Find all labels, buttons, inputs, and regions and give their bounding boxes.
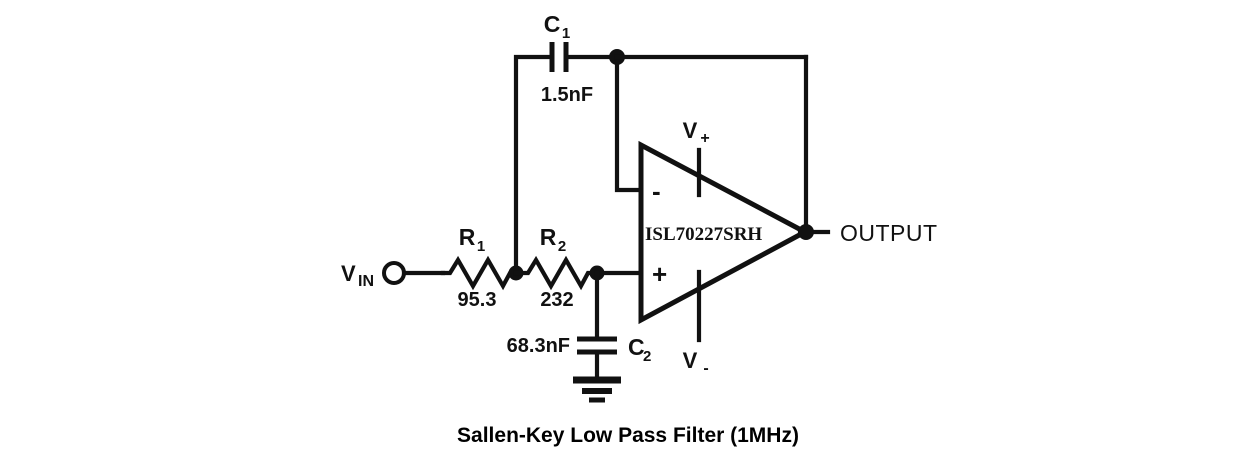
resistor-r1-reference: R bbox=[459, 224, 476, 250]
capacitor-c2-reference-subscript: 2 bbox=[643, 348, 651, 365]
node-feedback-top-group bbox=[609, 49, 809, 235]
supply-negative-label-subscript: - bbox=[703, 360, 708, 377]
vin-label-subscript: IN bbox=[358, 273, 374, 290]
capacitor-c1-reference-subscript: 1 bbox=[562, 25, 570, 42]
vin-terminal-circle bbox=[382, 261, 406, 285]
resistor-r1-group: R 1 95.3 bbox=[440, 224, 519, 311]
output-label: OUTPUT bbox=[840, 220, 938, 246]
wire-feedback-to-inverting-input bbox=[614, 54, 644, 193]
capacitor-c2-value: 68.3nF bbox=[507, 335, 570, 357]
opamp-part-number: ISL70227SRH bbox=[645, 224, 762, 245]
resistor-r2-symbol bbox=[513, 255, 600, 291]
resistor-r2-value: 232 bbox=[540, 289, 573, 311]
resistor-r1-symbol bbox=[440, 255, 519, 291]
supply-positive-label: V bbox=[683, 118, 698, 143]
capacitor-c2-reference: C bbox=[628, 334, 645, 360]
diagram-caption-container: Sallen-Key Low Pass Filter (1MHz) bbox=[0, 424, 1256, 448]
capacitor-c1-group: C 1 1.5nF bbox=[541, 11, 620, 106]
input-terminal-group: V IN bbox=[341, 261, 446, 290]
diagram-caption: Sallen-Key Low Pass Filter (1MHz) bbox=[457, 424, 799, 447]
resistor-r2-group: R 2 232 bbox=[513, 224, 600, 311]
opamp-group: V + V - - + ISL70227SRH bbox=[638, 118, 811, 377]
opamp-triangle-body bbox=[638, 140, 811, 325]
resistor-r1-reference-subscript: 1 bbox=[477, 238, 485, 255]
capacitor-c1-reference: C bbox=[544, 11, 561, 37]
resistor-r2-reference: R bbox=[540, 224, 557, 250]
resistor-r2-reference-subscript: 2 bbox=[558, 238, 566, 255]
capacitor-c1-value: 1.5nF bbox=[541, 84, 593, 106]
supply-positive-label-subscript: + bbox=[700, 130, 709, 147]
vin-label: V bbox=[341, 261, 356, 286]
ground-symbol bbox=[573, 376, 621, 403]
opamp-inverting-pin-label: - bbox=[652, 176, 661, 206]
node-noninverting-junction-group bbox=[589, 265, 644, 339]
capacitor-c2-group: 68.3nF C 2 bbox=[507, 334, 651, 403]
supply-negative-label: V bbox=[683, 348, 698, 373]
resistor-r1-value: 95.3 bbox=[458, 289, 497, 311]
wire-node-a-to-c1 bbox=[513, 54, 555, 276]
opamp-noninverting-pin-label: + bbox=[652, 259, 667, 289]
output-terminal-group: OUTPUT bbox=[797, 220, 938, 246]
junction-dot-output bbox=[798, 224, 814, 240]
